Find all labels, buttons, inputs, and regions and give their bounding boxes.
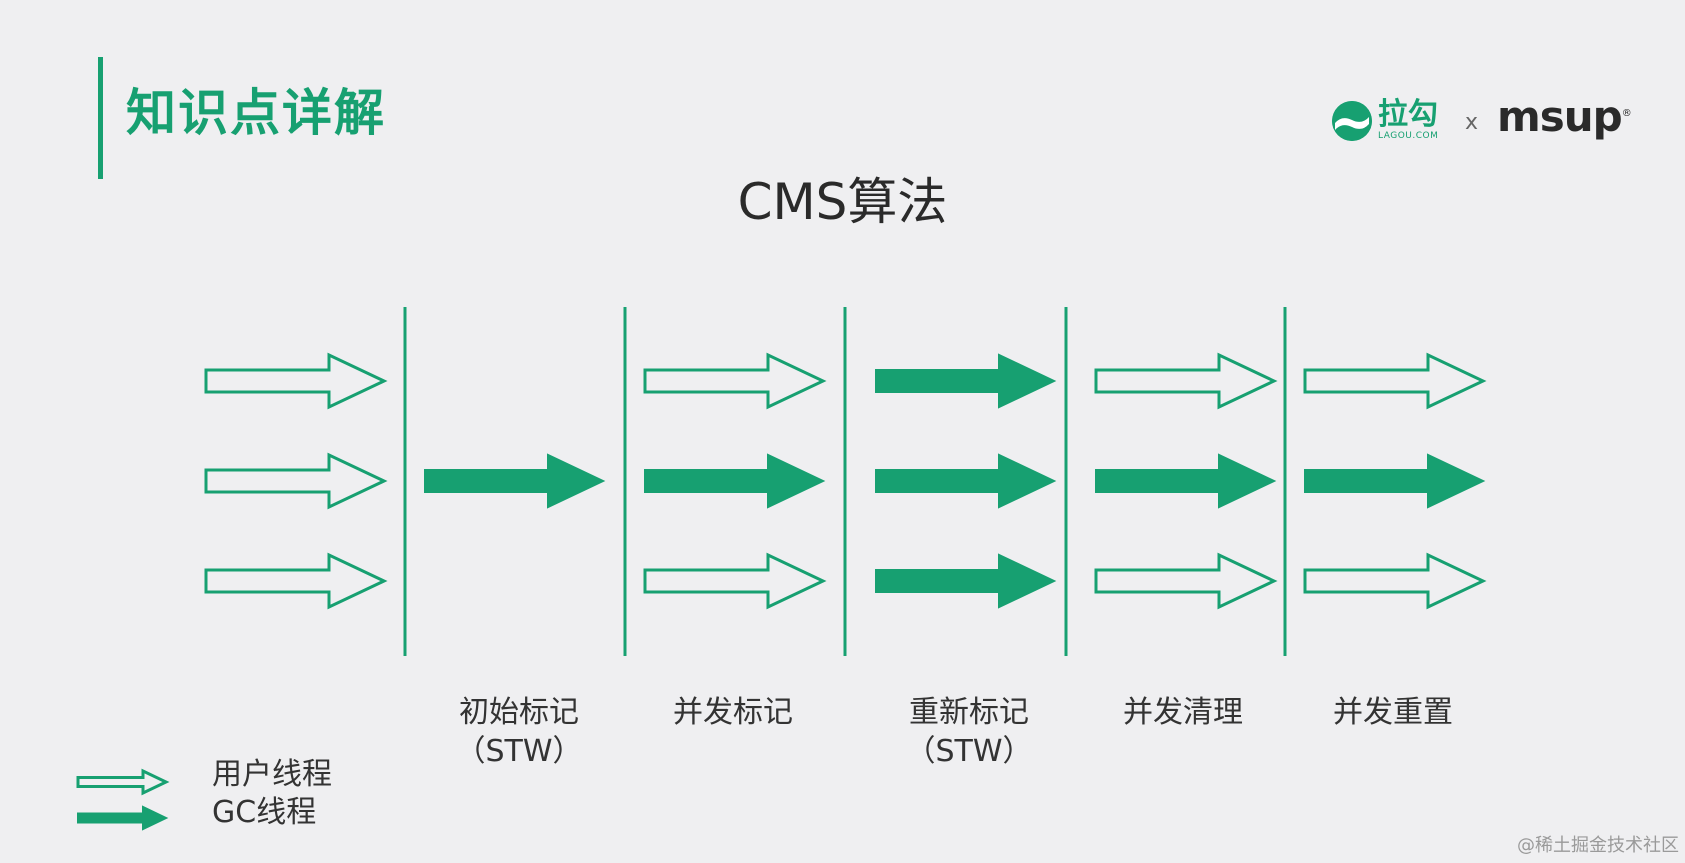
lagou-logo-domain: LAGOU.COM — [1378, 131, 1439, 141]
legend-gc-thread-label: GC线程 — [212, 795, 317, 830]
legend-gc-thread-arrow — [77, 805, 169, 831]
section-title: 知识点详解 — [126, 84, 386, 142]
phase-label-initial-mark: 初始标记 （STW） — [424, 693, 614, 771]
phase-label-concurrent-mark-name: 并发标记 — [673, 695, 793, 730]
msup-logo-text: msup — [1497, 92, 1623, 141]
phase-5-user-thread-arrow-3 — [1303, 552, 1487, 610]
phase-label-remark: 重新标记 （STW） — [874, 693, 1064, 771]
phase-label-initial-mark-name: 初始标记 — [459, 695, 579, 730]
phase-5-gc-thread-arrow-2 — [1304, 453, 1486, 509]
phase-label-concurrent-sweep: 并发清理 — [1088, 693, 1278, 732]
phase-label-remark-name: 重新标记 — [909, 695, 1029, 730]
msup-registered-mark: ® — [1621, 108, 1632, 119]
diagram-title: CMS算法 — [737, 173, 948, 231]
initial-user-thread-arrow-3 — [204, 552, 388, 610]
lagou-logo-text: 拉勾 — [1378, 97, 1438, 132]
phase-1-gc-thread-arrow-2 — [424, 453, 606, 509]
phase-label-concurrent-reset-name: 并发重置 — [1333, 695, 1453, 730]
phase-label-remark-stw: （STW） — [905, 734, 1033, 769]
phase-3-gc-thread-arrow-3 — [875, 553, 1057, 609]
legend-user-thread-arrow — [76, 768, 170, 796]
title-accent-bar — [98, 57, 103, 179]
phase-label-concurrent-sweep-name: 并发清理 — [1123, 695, 1243, 730]
phase-4-gc-thread-arrow-2 — [1095, 453, 1277, 509]
legend-user-thread-label: 用户线程 — [212, 757, 332, 792]
phase-label-initial-mark-stw: （STW） — [455, 734, 583, 769]
watermark: @稀土掘金技术社区 — [1517, 835, 1679, 856]
lagou-logo: 拉勾 LAGOU.COM — [1332, 100, 1438, 141]
phase-label-concurrent-mark: 并发标记 — [638, 693, 828, 732]
phase-4-user-thread-arrow-3 — [1094, 552, 1278, 610]
phase-2-user-thread-arrow-1 — [643, 352, 827, 410]
phase-4-user-thread-arrow-1 — [1094, 352, 1278, 410]
phase-3-gc-thread-arrow-1 — [875, 353, 1057, 409]
logo-separator: x — [1465, 110, 1479, 135]
phase-3-gc-thread-arrow-2 — [875, 453, 1057, 509]
phase-2-user-thread-arrow-3 — [643, 552, 827, 610]
phase-5-user-thread-arrow-1 — [1303, 352, 1487, 410]
phase-label-concurrent-reset: 并发重置 — [1298, 693, 1488, 732]
msup-logo: msup® — [1497, 96, 1632, 138]
initial-user-thread-arrow-2 — [204, 452, 388, 510]
phase-2-gc-thread-arrow-2 — [644, 453, 826, 509]
lagou-logo-icon — [1332, 100, 1372, 141]
initial-user-thread-arrow-1 — [204, 352, 388, 410]
